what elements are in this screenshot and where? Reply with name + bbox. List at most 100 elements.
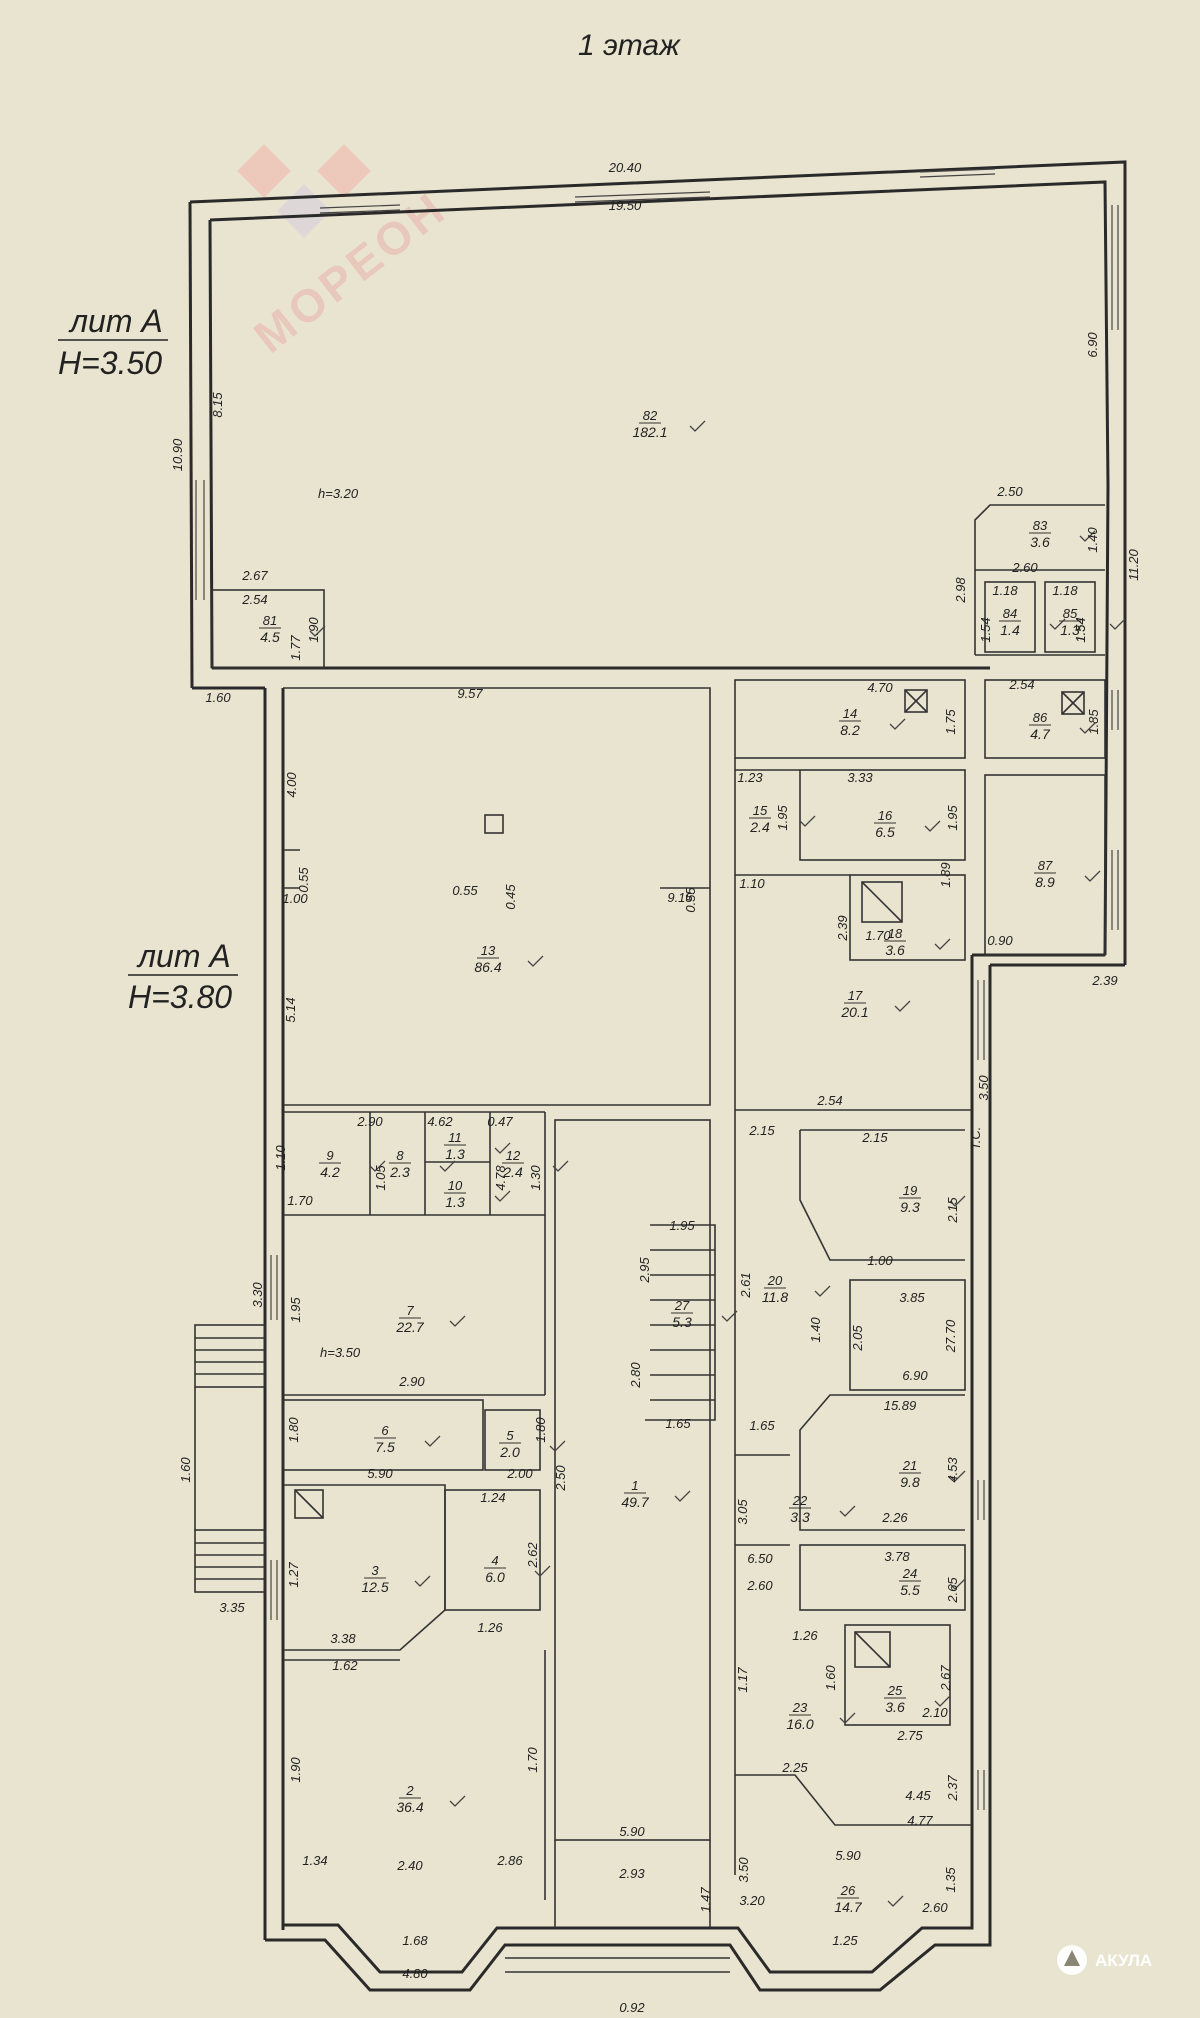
room-area: 1.3 — [445, 1194, 465, 1210]
dimension-label: 1.85 — [1086, 709, 1101, 735]
dimension-label: 3.78 — [884, 1549, 910, 1564]
dimension-label: 2.93 — [618, 1866, 645, 1881]
dimension-label: 1.77 — [288, 635, 303, 661]
dimension-label: 1.90 — [288, 1757, 303, 1783]
dimension-label: 2.37 — [945, 1775, 960, 1802]
dimension-label: 3.85 — [899, 1290, 925, 1305]
dimension-label: 1.95 — [669, 1218, 695, 1233]
dimension-label: 1.05 — [373, 1165, 388, 1191]
dimension-label: 2.75 — [896, 1728, 923, 1743]
dimension-label: 10.90 — [170, 438, 185, 471]
room-number: 87 — [1038, 858, 1053, 873]
dimension-label: 6.90 — [1085, 332, 1100, 358]
dimension-label: 4.80 — [402, 1966, 428, 1981]
room-area: 14.7 — [834, 1899, 862, 1915]
checkmark-icon — [534, 1565, 551, 1577]
checkmark-icon — [949, 1195, 966, 1207]
dimension-label: 2.90 — [356, 1114, 383, 1129]
room-area: 16.0 — [786, 1716, 813, 1732]
room-area: 3.6 — [1030, 534, 1050, 550]
dimension-label: 2.39 — [835, 915, 850, 941]
dimension-label: 1.80 — [533, 1417, 548, 1443]
checkmark-icon — [887, 1895, 904, 1907]
dimension-label: 1.40 — [1085, 527, 1100, 553]
dimension-label: 15.89 — [884, 1398, 917, 1413]
dimension-label: 2.25 — [781, 1760, 808, 1775]
dimension-label: 4.45 — [905, 1788, 931, 1803]
dimension-label: 1.18 — [992, 583, 1018, 598]
dimension-label: 1.60 — [178, 1457, 193, 1483]
dimension-label: 5.14 — [283, 997, 298, 1022]
room-area: 4.5 — [260, 629, 280, 645]
checkmark-icon — [674, 1490, 691, 1502]
akula-logo-text: АКУЛА — [1095, 1951, 1152, 1970]
dimension-label: 3.50 — [736, 1857, 751, 1883]
dimension-label: 11.20 — [1126, 548, 1141, 580]
room-area: 1.3 — [445, 1146, 465, 1162]
room-number: 84 — [1003, 606, 1017, 621]
dimension-label: 1.24 — [480, 1490, 505, 1505]
dimension-label: 1.54 — [978, 617, 993, 642]
room-number: 21 — [902, 1458, 917, 1473]
room-number: 12 — [506, 1148, 521, 1163]
room-area: 3.6 — [885, 942, 905, 958]
room-number: 3 — [371, 1563, 379, 1578]
room-area: 11.8 — [762, 1289, 788, 1305]
room-area: 22.7 — [395, 1319, 424, 1335]
dimension-label: 27.70 — [943, 1319, 958, 1353]
dimension-label: 4.62 — [427, 1114, 453, 1129]
dimension-label: 2.54 — [816, 1093, 842, 1108]
dimension-label: 2.60 — [1011, 560, 1038, 575]
dimension-label: 3.33 — [847, 770, 873, 785]
dimension-label: 2.67 — [938, 1665, 953, 1692]
checkmark-icon — [924, 820, 941, 832]
lit-a-mid-label: лит А — [136, 938, 231, 974]
dimension-label: 2.98 — [953, 577, 968, 604]
checkmark-icon — [1079, 722, 1096, 734]
dimension-label: 1.70 — [287, 1193, 313, 1208]
dimension-label: 4.00 — [284, 772, 299, 798]
dimension-label: 5.90 — [835, 1848, 861, 1863]
room-area: 2.3 — [389, 1164, 410, 1180]
checkmark-icon — [1079, 530, 1096, 542]
dimension-label: 1.10 — [273, 1145, 288, 1171]
dimension-label: 0.55 — [683, 887, 698, 913]
dimension-label: 1.65 — [749, 1418, 775, 1433]
dimension-label: 1.30 — [528, 1165, 543, 1191]
dimension-label: 0.47 — [487, 1114, 513, 1129]
room-area: 5.3 — [672, 1314, 692, 1330]
room-number: 82 — [643, 408, 658, 423]
dimension-label: 3.30 — [250, 1282, 265, 1308]
room-number: 13 — [481, 943, 496, 958]
room-number: 18 — [888, 926, 903, 941]
dimension-label: 1.00 — [867, 1253, 893, 1268]
room-number: 9 — [326, 1148, 333, 1163]
room-number: 5 — [506, 1428, 514, 1443]
room-number: 8 — [396, 1148, 404, 1163]
dimension-label: 3.38 — [330, 1631, 356, 1646]
dimension-label: 2.60 — [921, 1900, 948, 1915]
checkmark-icon — [1084, 870, 1101, 882]
room-area: 7.5 — [375, 1439, 395, 1455]
checkmark-icon — [424, 1435, 441, 1447]
staircase — [645, 1224, 716, 1421]
dimension-label: 2.67 — [241, 568, 268, 583]
checkmark-icon — [949, 1470, 966, 1482]
checkmark-icon — [721, 1310, 738, 1322]
dimension-label: 4.78 — [493, 1165, 508, 1191]
room-area: 8.9 — [1035, 874, 1055, 890]
dimension-label: 1.25 — [832, 1933, 858, 1948]
room-area: 12.5 — [361, 1579, 388, 1595]
dimension-label: 4.70 — [867, 680, 893, 695]
dimension-label: 1.95 — [775, 805, 790, 831]
dimension-label: 3.35 — [219, 1600, 245, 1615]
room-number: 7 — [406, 1303, 414, 1318]
ceiling-height-hall: h=3.20 — [318, 486, 359, 501]
checkmark-icon — [949, 1578, 966, 1590]
checkmark-icon — [799, 815, 816, 827]
dimension-label: 1.17 — [735, 1667, 750, 1693]
dimension-label: 2.26 — [881, 1510, 908, 1525]
room-number: 27 — [674, 1298, 690, 1313]
